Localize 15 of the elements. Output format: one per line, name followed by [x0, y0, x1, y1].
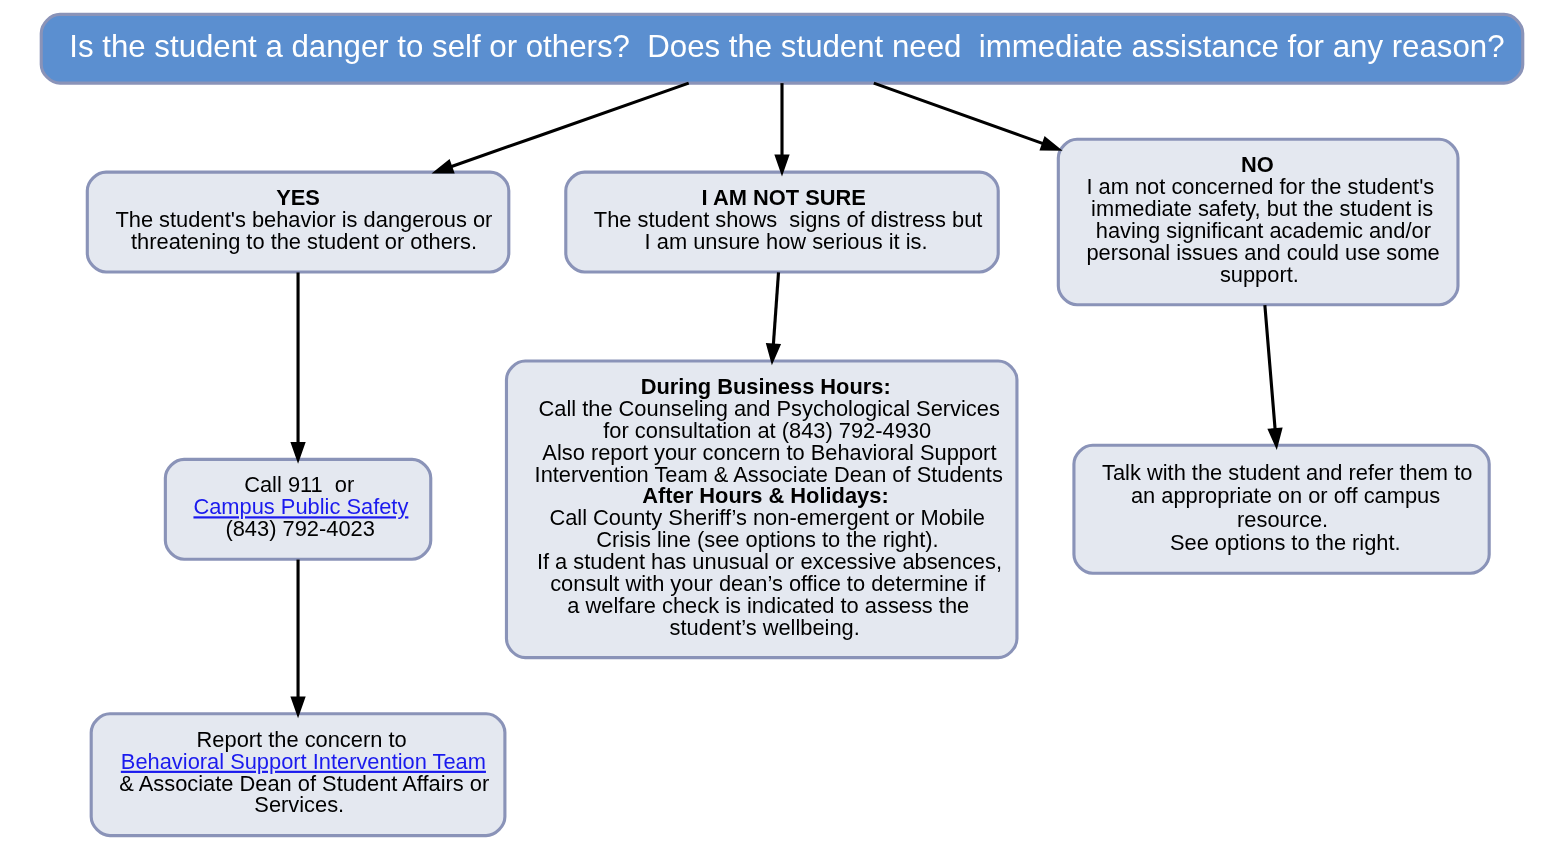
node-box: Call 911 or Campus Public Safety (843) 792-4023 [163, 457, 432, 561]
arrow [431, 81, 689, 174]
arrow [289, 272, 306, 464]
arrow [765, 272, 781, 366]
node-box: NO I am not concerned for the student's immediate safety, but the student is having significant academic and/or personal issues and could use some support. [1056, 137, 1460, 307]
node-box: I AM NOT SURE The student shows signs of distress but I am unsure how serious it is. [563, 170, 1000, 274]
node-box: YES The student's behavior is dangerous or threatening to the student or others. [85, 170, 510, 274]
node-box: During Business Hours: Call the Counseling and Psychological Services for consultation at (843) 792-4930 Also report your concern to Behavioral Support Intervention Team & Associate Dean of Students After Hours & Holidays: Call County Sheriff’s non-emergent or Mobile Crisis line (see options to the right). If a student has unusual or excessive absences, consult with your dean’s office to determine if a welfare check is indicated to assess the student’s wellbeing. [504, 359, 1018, 660]
arrow [289, 559, 306, 719]
node-box: Report the concern to Behavioral Support Intervention Team & Associate Dean of Student Affairs or Services. [89, 712, 506, 838]
node-box: Is the student a danger to self or others? Does the student need immediate assistance for any reason? [39, 12, 1524, 85]
node-box: Talk with the student and refer them to an appropriate on or off campus resource. See options to the right. [1071, 443, 1491, 575]
arrow [1262, 304, 1283, 450]
arrow [773, 83, 790, 177]
arrow [872, 81, 1063, 151]
